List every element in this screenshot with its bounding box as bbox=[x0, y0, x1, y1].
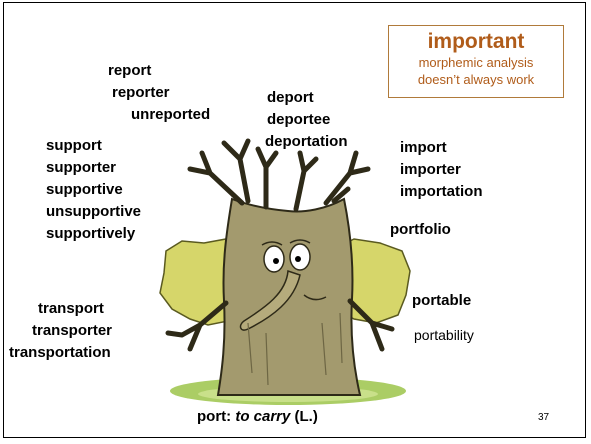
word-deportation: deportation bbox=[265, 133, 348, 150]
right-arm bbox=[347, 298, 395, 352]
callout-title: important bbox=[427, 30, 525, 53]
caption-root: port: bbox=[197, 408, 236, 425]
word-reporter: reporter bbox=[112, 84, 170, 101]
left-arm bbox=[165, 300, 229, 352]
page-number: 37 bbox=[538, 412, 550, 423]
tree-branches bbox=[187, 138, 371, 212]
word-unsupportive: unsupportive bbox=[46, 203, 142, 220]
cartoon-tree-illustration bbox=[159, 138, 411, 405]
word-supporter: supporter bbox=[46, 159, 117, 176]
slide: important morphemic analysis doesn’t alw… bbox=[3, 2, 586, 438]
word-support: support bbox=[46, 137, 102, 154]
nose bbox=[239, 269, 301, 331]
callout-line: morphemic analysis bbox=[418, 55, 534, 70]
word-supportive: supportive bbox=[46, 181, 123, 198]
caption-origin: (L.) bbox=[290, 408, 318, 425]
important-callout: important morphemic analysis doesn’t alw… bbox=[388, 25, 564, 98]
word-deportee: deportee bbox=[267, 111, 331, 128]
word-transport: transport bbox=[38, 300, 104, 317]
word-importer: importer bbox=[400, 161, 461, 178]
word-transportation: transportation bbox=[9, 344, 111, 361]
word-importation: importation bbox=[400, 183, 483, 200]
word-unreported: unreported bbox=[131, 106, 211, 123]
word-import: import bbox=[400, 139, 447, 156]
word-deport: deport bbox=[267, 89, 314, 106]
word-portable: portable bbox=[412, 292, 472, 309]
word-transporter: transporter bbox=[32, 322, 113, 339]
word-report: report bbox=[108, 62, 152, 79]
caption-meaning: to carry bbox=[235, 408, 291, 425]
word-portfolio: portfolio bbox=[390, 221, 451, 238]
word-supportively: supportively bbox=[46, 225, 136, 242]
word-portability: portability bbox=[414, 327, 474, 343]
callout-line: doesn’t always work bbox=[417, 72, 535, 87]
root-caption: port: to carry (L.) bbox=[197, 408, 318, 425]
